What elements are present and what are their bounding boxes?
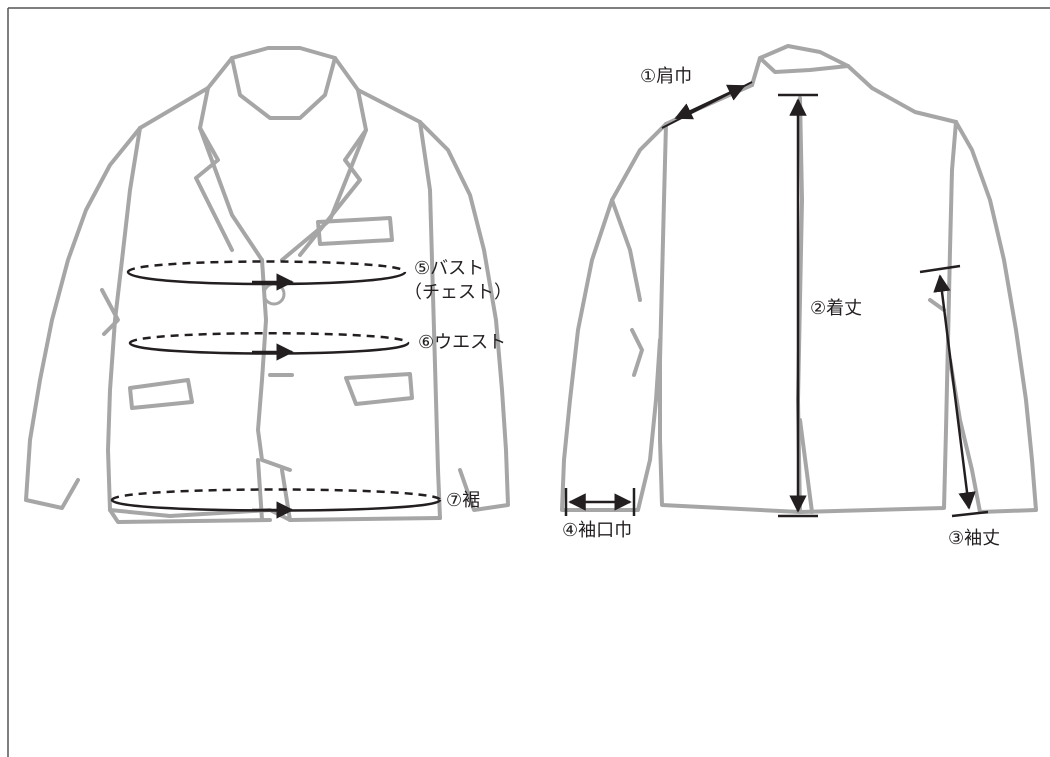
bust-measure-loop: [126, 260, 407, 291]
hem-measure-loop: [110, 488, 442, 519]
waist-label: ⑥ウエスト: [418, 332, 507, 353]
shoulder-measure-arrow: [661, 81, 753, 129]
cuff-width-measure-arrow: [564, 488, 636, 516]
jacket-button: [262, 282, 286, 306]
sleeve-length-measure-arrow: [919, 264, 989, 518]
waist-measure-loop: [128, 332, 410, 361]
hem-label: ⑦裾: [446, 490, 481, 511]
length-measure-arrow: [778, 93, 818, 518]
cuff-width-label: ④袖口巾: [562, 520, 633, 541]
jacket-length-label: ②着丈: [810, 298, 863, 319]
shoulder-width-label: ①肩巾: [640, 66, 693, 87]
chest-label: （チェスト）: [404, 282, 512, 303]
bust-label: ⑤バスト: [414, 258, 485, 279]
sleeve-length-label: ③袖丈: [948, 528, 1001, 549]
